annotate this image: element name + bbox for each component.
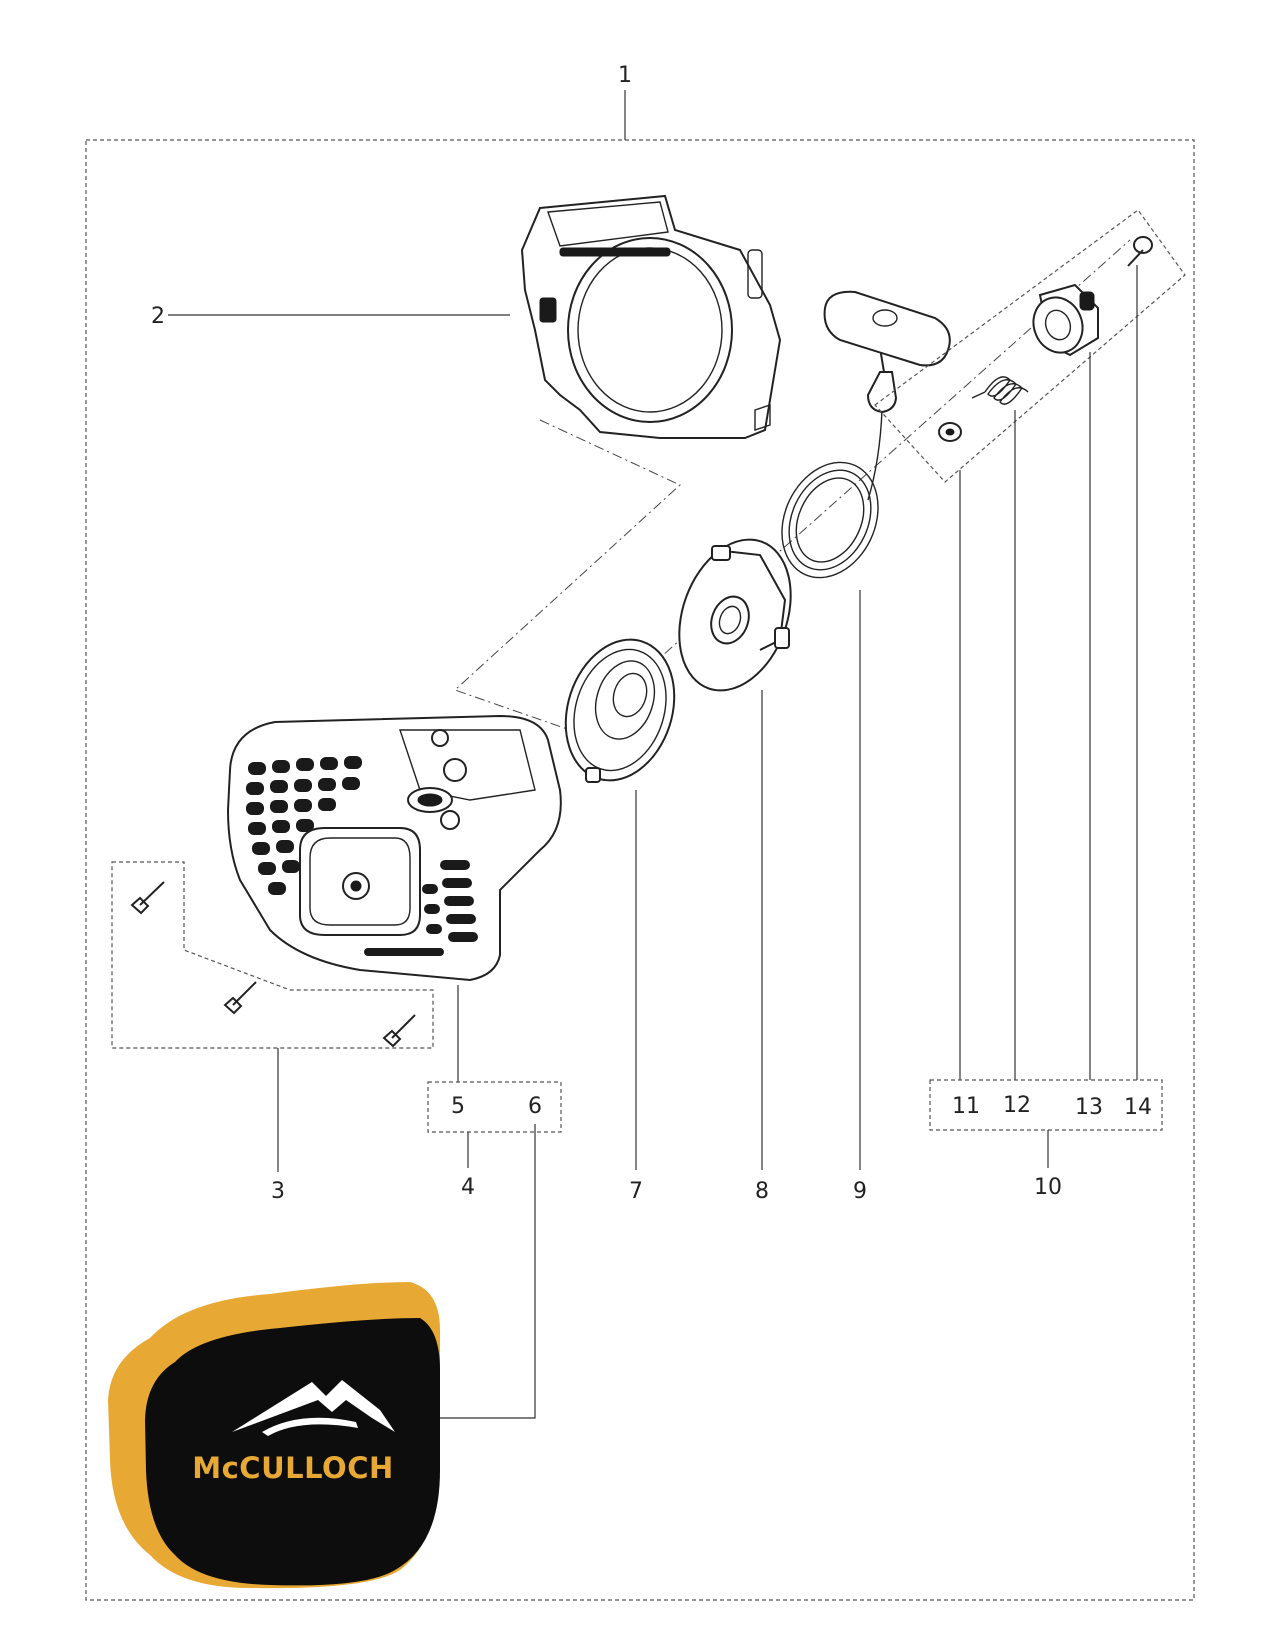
group-10-frame xyxy=(874,209,1186,483)
part-label-13: 13 xyxy=(1075,1095,1103,1120)
washer-part xyxy=(938,422,962,442)
logo-mountain-icon xyxy=(232,1380,395,1432)
fan-housing-part xyxy=(520,194,782,439)
group-4-frame xyxy=(427,1081,562,1133)
part-label-9: 9 xyxy=(853,1179,867,1204)
screw-part xyxy=(130,881,416,1048)
hub-part xyxy=(1032,283,1099,357)
recoil-spring-part xyxy=(564,638,676,783)
part-label-8: 8 xyxy=(755,1179,769,1204)
part-label-5: 5 xyxy=(451,1094,465,1119)
mcculloch-logo: McCULLOCH xyxy=(108,1282,440,1589)
part-label-2: 2 xyxy=(151,304,165,329)
part-label-14: 14 xyxy=(1124,1095,1152,1120)
part-label-12: 12 xyxy=(1003,1093,1031,1118)
screws-group-frame xyxy=(111,861,434,1049)
part-label-4: 4 xyxy=(461,1175,475,1200)
hub-screw-part xyxy=(1127,236,1153,267)
part-label-3: 3 xyxy=(271,1179,285,1204)
part-label-6: 6 xyxy=(528,1094,542,1119)
part-label-1: 1 xyxy=(618,63,632,88)
logo-black-shape xyxy=(145,1318,440,1586)
part-label-7: 7 xyxy=(629,1179,643,1204)
group-10-label-frame xyxy=(929,1079,1163,1131)
spring-part xyxy=(971,376,1029,405)
part-label-10: 10 xyxy=(1034,1175,1062,1200)
starter-cover-part xyxy=(226,714,562,982)
assembly-frame xyxy=(85,139,1195,1601)
pulley-part xyxy=(678,538,792,692)
starter-rope-handle-part xyxy=(781,290,951,579)
part-label-11: 11 xyxy=(952,1094,980,1119)
logo-wordmark: McCULLOCH xyxy=(192,1451,394,1485)
